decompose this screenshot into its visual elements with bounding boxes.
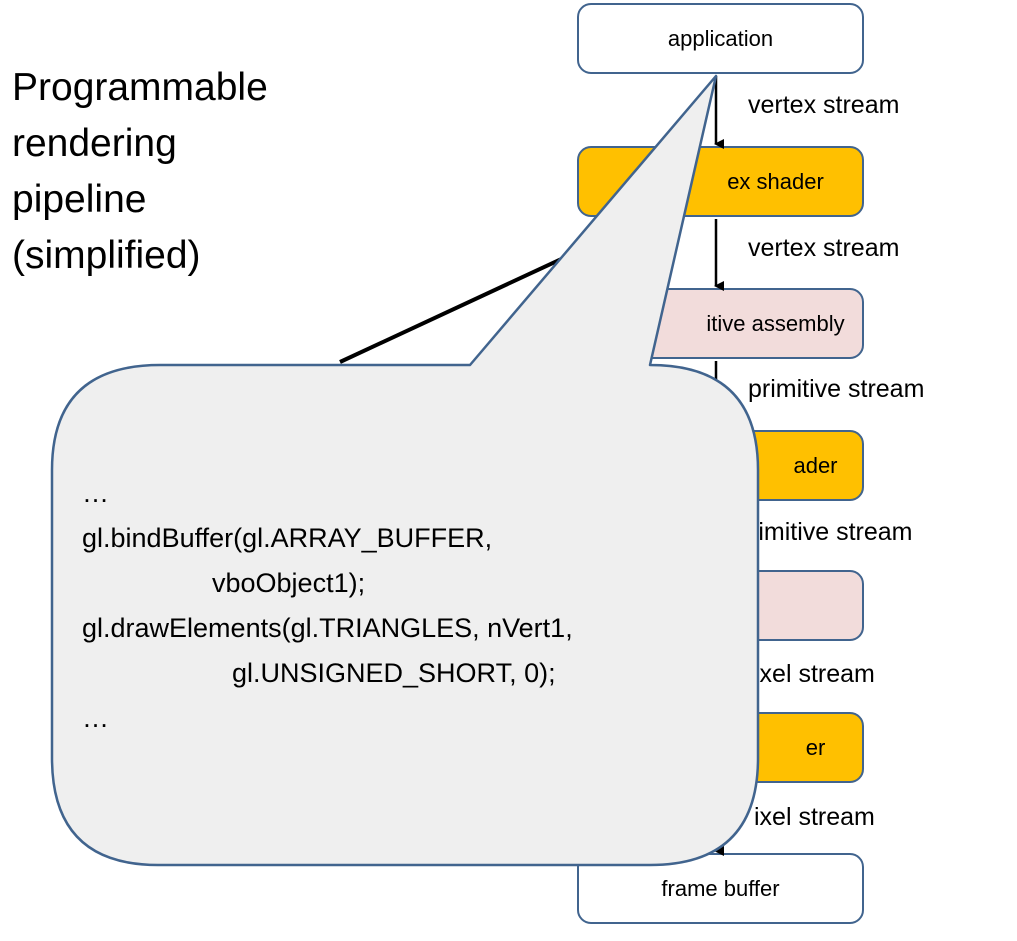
callout-bubble [50,74,760,867]
code-line-2: gl.bindBuffer(gl.ARRAY_BUFFER, [82,523,493,553]
title-line-1: Programmable [12,66,268,109]
code-line-4: gl.drawElements(gl.TRIANGLES, nVert1, [82,613,573,643]
connector-line [339,253,571,364]
stage-application-label: application [667,25,774,51]
diagram-title: Programmable rendering pipeline (simplif… [12,60,352,284]
stage-frame-buffer-label: frame buffer [661,875,780,901]
title-line-3: pipeline [12,178,147,221]
stream-label-1: vertex stream [748,91,900,119]
stage-primitive-assembly-label: itive assembly [706,310,845,336]
title-line-2: rendering [12,122,177,165]
title-line-4: (simplified) [12,234,201,277]
stage-vertex-shader-label: ex shader [727,168,824,194]
code-line-3: vboObject1); [212,568,366,598]
stage-geometry-shader-label: ader [793,452,838,478]
code-line-5: gl.UNSIGNED_SHORT, 0); [232,658,556,688]
stream-label-6: ixel stream [754,803,875,831]
stage-fragment-shader-label: er [805,734,826,760]
stream-label-2: vertex stream [748,234,900,262]
stream-label-4: rimitive stream [750,518,913,546]
code-line-6: … [82,703,109,733]
code-line-1: … [82,478,109,508]
stage-application: application [577,3,864,74]
stream-label-5: ixel stream [754,660,875,688]
stream-label-3: primitive stream [748,375,925,403]
callout-code: … gl.bindBuffer(gl.ARRAY_BUFFER, vboObje… [82,471,573,741]
